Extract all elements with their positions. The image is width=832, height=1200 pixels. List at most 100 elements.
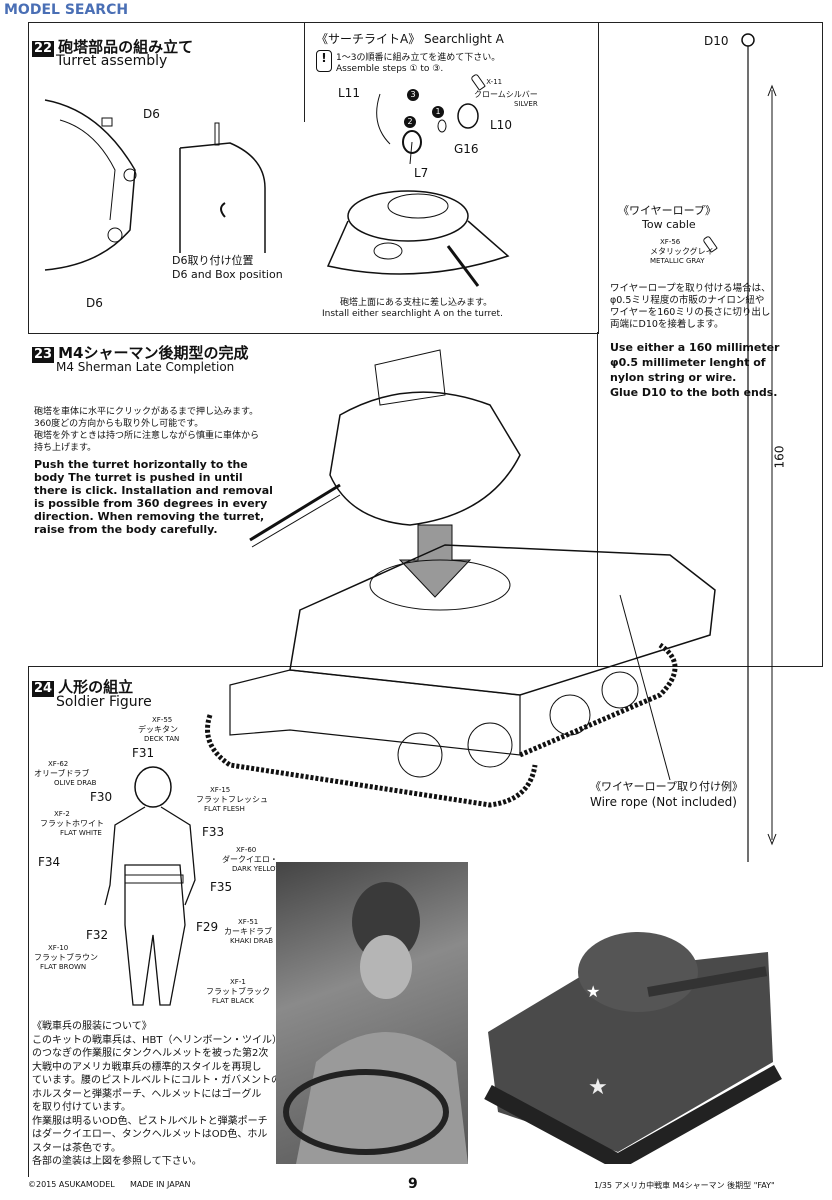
uniform-note: 《戦車兵の服装について》 このキットの戦車兵は、HBT（ヘリンボーン・ツイル） … <box>32 1020 282 1169</box>
searchlight-note-en: Install either searchlight A on the turr… <box>322 309 503 319</box>
right-frame <box>597 22 823 667</box>
soldier-figure-drawing <box>104 766 196 1006</box>
note-line: 作業服は明るいOD色、ピストルベルトと弾薬ポーチ <box>32 1115 268 1127</box>
note-line: Glue D10 to the both ends. <box>610 386 778 399</box>
paint-en: SILVER <box>514 100 538 108</box>
footer-made-in: MADE IN JAPAN <box>130 1180 191 1189</box>
step24-number: 24 <box>32 681 55 697</box>
part-l7: L7 <box>414 166 429 180</box>
step23-note-en: Push the turret horizontally to the body… <box>34 458 273 536</box>
searchlight-parts-drawing <box>376 93 479 165</box>
step22-title-en: Turret assembly <box>56 53 168 69</box>
paint-jp: クロームシルバー <box>474 90 538 99</box>
note-line: there is click. Installation and removal <box>34 484 273 497</box>
paint-en: METALLIC GRAY <box>650 257 705 265</box>
paint-code: XF-1 <box>230 978 246 986</box>
paint-x11: X-11 クロームシルバー SILVER <box>470 73 538 109</box>
watermark: MODEL SEARCH <box>4 2 129 18</box>
note-line: is possible from 360 degrees in every <box>34 497 268 510</box>
paint-jp: カーキドラブ <box>224 927 272 936</box>
part-f30: F30 <box>90 790 113 804</box>
paint-jp: デッキタン <box>138 725 178 734</box>
paint-en: FLAT WHITE <box>60 829 102 837</box>
paint-xf2: XF-2 フラットホワイト FLAT WHITE <box>40 810 104 838</box>
paint-en: FLAT BLACK <box>212 997 254 1005</box>
step24-title-en: Soldier Figure <box>56 694 152 710</box>
paint-code: X-11 <box>486 78 503 86</box>
note-line: を取り付けています。 <box>32 1102 131 1113</box>
paint-code: XF-2 <box>54 810 70 818</box>
note-line: Use either a 160 millimeter <box>610 341 780 354</box>
paint-jp: フラットホワイト <box>40 819 104 828</box>
paint-code: XF-60 <box>236 846 257 854</box>
paint-jp: ダークイエロ・ <box>222 855 278 864</box>
note-line: 各部の塗装は上図を参照して下さい。 <box>32 1156 202 1167</box>
paint-code: XF-15 <box>210 786 231 794</box>
searchlight-warning-jp: 1～3の順番に組み立てを進めて下さい。 <box>336 53 501 63</box>
footer-copyright: ©2015 ASUKAMODEL <box>28 1180 115 1189</box>
part-f31: F31 <box>132 746 155 760</box>
wire-example-en: Wire rope (Not included) <box>590 795 737 809</box>
wire-example-jp: 《ワイヤーロープ取り付け例》 <box>590 780 744 793</box>
step23-number: 23 <box>32 347 55 363</box>
paint-xf60: XF-60 ダークイエロ・ DARK YELLOW <box>222 846 282 874</box>
d6-position-jp: D6取り付け位置 <box>172 254 254 267</box>
paint-jp: フラットブラック <box>206 987 270 996</box>
paint-en: FLAT BROWN <box>40 963 87 971</box>
note-line: はダークイエロー、タンクヘルメットはOD色、ホル <box>32 1129 268 1140</box>
paint-xf15: XF-15 フラットフレッシュ FLAT FLESH <box>196 786 268 814</box>
note-line: このキットの戦車兵は、HBT（ヘリンボーン・ツイル） <box>32 1034 282 1046</box>
step23-title-en: M4 Sherman Late Completion <box>56 360 235 374</box>
turret-searchlight-drawing <box>326 190 510 287</box>
part-d6-bottom: D6 <box>86 296 103 310</box>
paint-xf10: XF-10 フラットブラウン FLAT BROWN <box>34 944 98 972</box>
searchlight-title-en: Searchlight A <box>424 32 504 46</box>
d6-position-en: D6 and Box position <box>172 268 283 281</box>
paint-code: XF-55 <box>152 716 173 724</box>
note-line: 360度どの方向からも取り外し可能です。 <box>34 419 204 429</box>
note-line: 砲塔を車体に水平にクリックがあるまで押し込みます。 <box>34 407 259 417</box>
paint-jp: フラットフレッシュ <box>196 795 268 804</box>
tank-photo: ★ ★ <box>468 862 783 1164</box>
tow-cable-title-en: Tow cable <box>642 218 696 231</box>
footer-kit-name: 1/35 アメリカ中戦車 M4シャーマン 後期型 "FAY" <box>594 1181 775 1190</box>
note-line: のつなぎの作業服にタンクヘルメットを被った第2次 <box>32 1048 269 1059</box>
part-d10: D10 <box>704 34 729 48</box>
note-line: nylon string or wire. <box>610 371 737 384</box>
turret-drawing-right <box>179 122 266 253</box>
part-f35: F35 <box>210 880 233 894</box>
part-f32: F32 <box>86 928 109 942</box>
part-l10: L10 <box>490 118 512 132</box>
paint-en: OLIVE DRAB <box>54 779 97 787</box>
page-number: 9 <box>408 1176 418 1192</box>
svg-text:★: ★ <box>588 1075 608 1100</box>
note-line: φ0.5ミリ程度の市販のナイロン紐や <box>610 295 765 306</box>
searchlight-divider <box>304 22 305 122</box>
note-line: direction. When removing the turret, <box>34 510 265 523</box>
part-f33: F33 <box>202 825 225 839</box>
paint-xf55: XF-55 デッキタン DECK TAN <box>138 716 179 744</box>
paint-jp: オリーブドラブ <box>34 769 90 778</box>
part-l11: L11 <box>338 86 360 100</box>
turret-drawing-left <box>44 99 137 271</box>
paint-xf1: XF-1 フラットブラック FLAT BLACK <box>206 978 270 1006</box>
paint-en: KHAKI DRAB <box>230 937 274 945</box>
step-1-marker: 1 <box>432 106 444 118</box>
note-line: φ0.5 millimeter lenght of <box>610 356 766 369</box>
note-line: 砲塔を外すときは持つ所に注意しながら慎重に車体から <box>34 431 260 441</box>
note-line: 両端にD10を接着します。 <box>610 319 724 330</box>
tow-cable-note-jp: ワイヤーロープを取り付ける場合は、 φ0.5ミリ程度の市販のナイロン紐や ワイヤ… <box>610 283 771 331</box>
step23-frame <box>28 332 598 666</box>
paint-xf51: XF-51 カーキドラブ KHAKI DRAB <box>224 918 273 946</box>
part-d6-top: D6 <box>143 107 160 121</box>
note-line: ワイヤーロープを取り付ける場合は、 <box>610 283 771 294</box>
paint-en: FLAT FLESH <box>204 805 245 813</box>
paint-jp: フラットブラウン <box>34 953 98 962</box>
step23-title-jp: M4シャーマン後期型の完成 <box>58 344 249 362</box>
paint-code: XF-62 <box>48 760 69 768</box>
paint-xf62: XF-62 オリーブドラブ OLIVE DRAB <box>34 760 96 788</box>
part-g16: G16 <box>454 142 479 156</box>
